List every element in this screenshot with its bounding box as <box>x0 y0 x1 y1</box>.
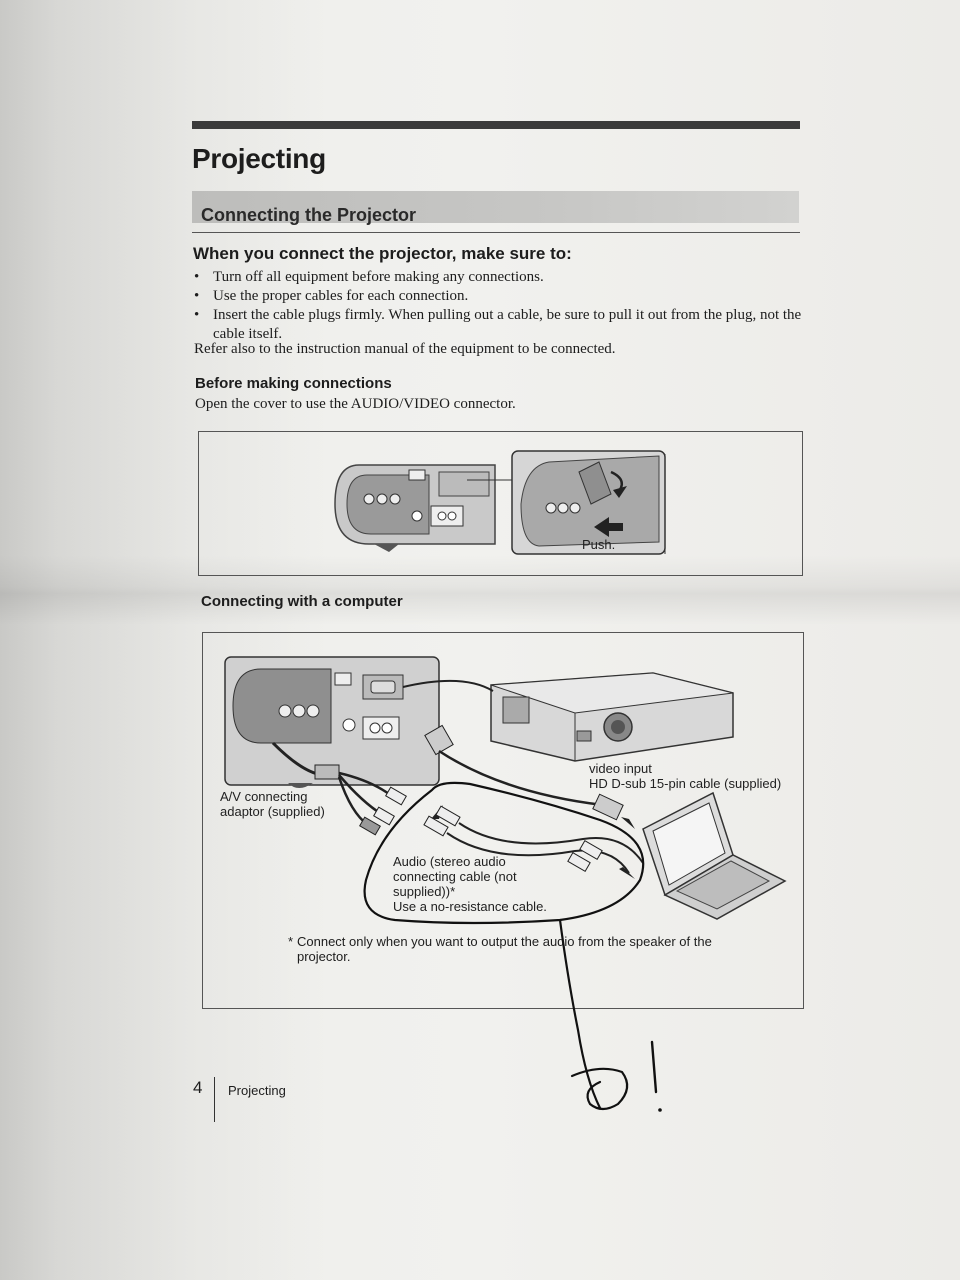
section-rule <box>192 232 800 233</box>
audio-label-3: supplied))* <box>393 884 456 899</box>
footer-divider <box>214 1077 215 1122</box>
vga-cable-label: HD D-sub 15-pin cable (supplied) <box>589 776 782 791</box>
section-title: Connecting the Projector <box>201 205 417 225</box>
video-input-label: video input <box>589 761 652 776</box>
checklist: Turn off all equipment before making any… <box>193 268 805 344</box>
cover-figure: Push. <box>198 431 803 576</box>
cover-illustration <box>334 450 666 555</box>
list-item: Use the proper cables for each connectio… <box>193 287 805 306</box>
footnote-text: Connect only when you want to output the… <box>297 934 712 964</box>
footer-label: Projecting <box>228 1083 286 1098</box>
audio-label-1: Audio (stereo audio <box>393 854 506 869</box>
av-adaptor-label-1: A/V connecting <box>220 789 308 804</box>
computer-connection-figure: video input HD D-sub 15-pin cable (suppl… <box>202 632 804 1009</box>
push-label: Push. <box>582 537 616 552</box>
audio-label-4: Use a no-resistance cable. <box>393 899 547 914</box>
audio-label-2: connecting cable (not <box>393 869 517 884</box>
footnote: * Connect only when you want to output t… <box>288 934 747 964</box>
paper-fold <box>0 555 960 625</box>
av-adaptor-label-2: adaptor (supplied) <box>220 804 325 819</box>
before-heading: Before making connections <box>195 375 392 392</box>
list-item: Turn off all equipment before making any… <box>193 268 805 287</box>
refer-text: Refer also to the instruction manual of … <box>194 341 616 357</box>
section-band <box>192 191 799 223</box>
computer-caption: Connecting with a computer <box>201 593 403 610</box>
checklist-heading: When you connect the projector, make sur… <box>193 244 572 263</box>
top-rule <box>192 121 800 129</box>
page-number: 4 <box>193 1078 203 1097</box>
list-item: Insert the cable plugs firmly. When pull… <box>193 306 805 344</box>
footnote-mark: * <box>288 934 294 949</box>
page-title: Projecting <box>192 143 326 174</box>
before-text: Open the cover to use the AUDIO/VIDEO co… <box>195 396 516 412</box>
